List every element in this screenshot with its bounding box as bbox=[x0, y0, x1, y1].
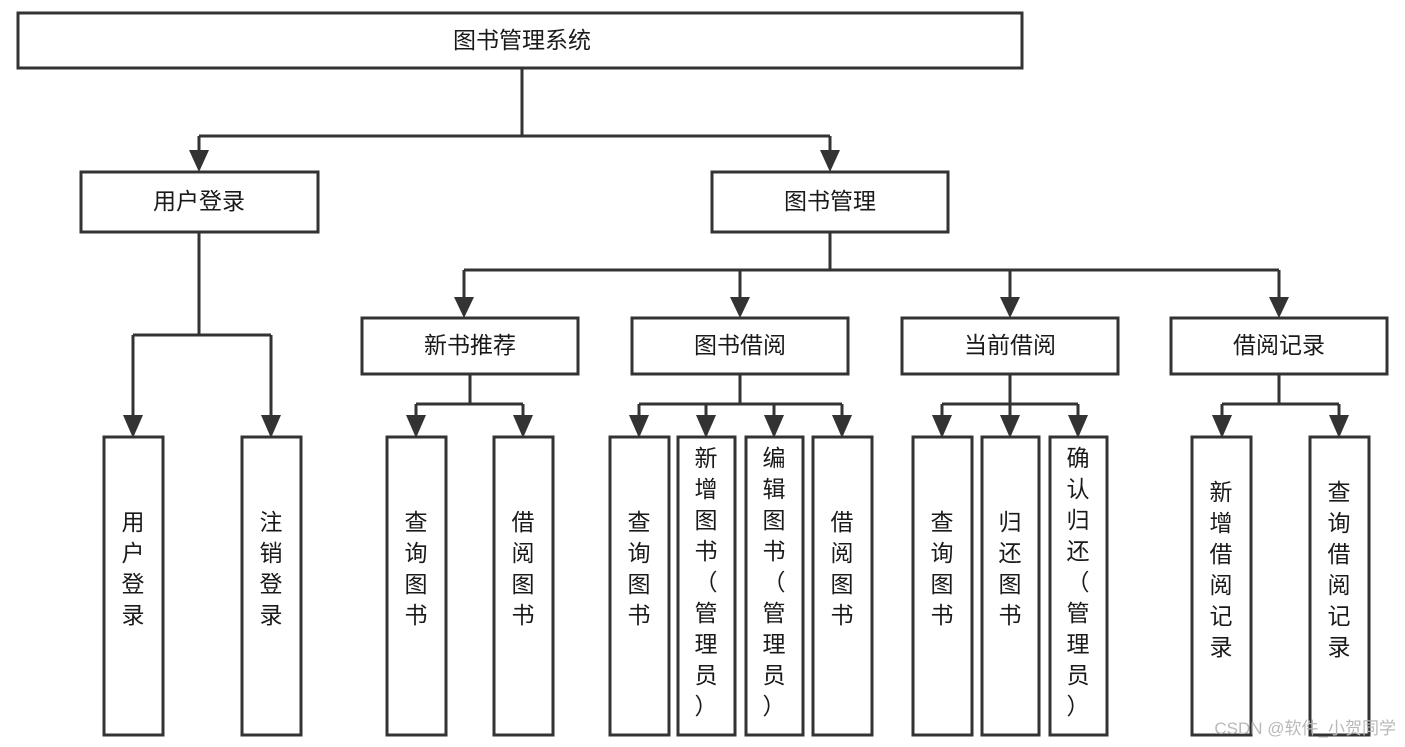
leaf-node[interactable]: 新增图书（管理员） bbox=[676, 435, 737, 737]
leaf-box-user-login-1[interactable] bbox=[102, 435, 165, 737]
arrow-head-book-borrow-leaf-3 bbox=[764, 415, 784, 438]
node-book-borrow[interactable]: 图书借阅 bbox=[630, 316, 850, 376]
leaf-node[interactable]: 借阅图书 bbox=[811, 435, 874, 737]
leaf-node[interactable]: 用户登录 bbox=[102, 435, 165, 737]
leaf-node[interactable]: 注销登录 bbox=[240, 435, 303, 737]
book-management-box[interactable] bbox=[710, 170, 950, 234]
leaf-node[interactable]: 编辑图书（管理员） bbox=[744, 435, 805, 737]
leaf-box-book-borrow-3[interactable] bbox=[744, 435, 805, 737]
arrow-head-current-borrow-leaf-1 bbox=[932, 415, 952, 438]
leaf-box-book-borrow-2[interactable] bbox=[676, 435, 737, 737]
leaf-label-current-borrow-1: 查询图书 bbox=[931, 509, 954, 628]
arrow-head-book-borrow-leaf-4 bbox=[832, 415, 852, 438]
root-box[interactable] bbox=[16, 11, 1024, 70]
leaf-box-current-borrow-2[interactable] bbox=[980, 435, 1041, 737]
new-book-recommend-box[interactable] bbox=[360, 316, 580, 376]
leaf-label-book-borrow-1: 查询图书 bbox=[628, 509, 651, 628]
leaf-box-borrow-record-2[interactable] bbox=[1308, 435, 1371, 737]
arrow-head-borrow-record bbox=[1269, 297, 1289, 318]
leaf-box-book-borrow-1[interactable] bbox=[608, 435, 671, 737]
node-new-book-recommend[interactable]: 新书推荐 bbox=[360, 316, 580, 376]
user-login-label: 用户登录 bbox=[153, 188, 245, 214]
book-management-label: 图书管理 bbox=[784, 188, 876, 214]
leaf-label-borrow-record-2: 查询借阅记录 bbox=[1328, 479, 1351, 660]
arrow-head-book-borrow-leaf-1 bbox=[629, 415, 649, 438]
leaf-box-book-borrow-4[interactable] bbox=[811, 435, 874, 737]
leaf-node[interactable]: 归还图书 bbox=[980, 435, 1041, 737]
current-borrow-box[interactable] bbox=[900, 316, 1120, 376]
leaf-label-user-login-2: 注销登录 bbox=[260, 509, 283, 628]
leaf-node[interactable]: 查询图书 bbox=[911, 435, 974, 737]
leaf-node[interactable]: 借阅图书 bbox=[492, 435, 555, 737]
arrow-head-current-borrow bbox=[1000, 297, 1020, 318]
arrow-head-user-login bbox=[189, 150, 209, 172]
leaf-label-current-borrow-2: 归还图书 bbox=[999, 509, 1022, 628]
leaf-node[interactable]: 查询借阅记录 bbox=[1308, 435, 1371, 737]
leaf-node[interactable]: 确认归还（管理员） bbox=[1048, 435, 1109, 737]
arrow-head-book-borrow-leaf-2 bbox=[696, 415, 716, 438]
leaf-node[interactable]: 查询图书 bbox=[385, 435, 448, 737]
node-current-borrow[interactable]: 当前借阅 bbox=[900, 316, 1120, 376]
arrow-head-book-borrow bbox=[730, 297, 750, 318]
leaf-label-book-borrow-3: 编辑图书（管理员） bbox=[763, 445, 786, 719]
arrow-head-new-book-leaf-2 bbox=[513, 415, 533, 438]
leaf-label-new-book-1: 查询图书 bbox=[405, 509, 428, 628]
arrow-head-leaf-user-login-2 bbox=[261, 415, 281, 438]
node-book-management[interactable]: 图书管理 bbox=[710, 170, 950, 234]
book-borrow-box[interactable] bbox=[630, 316, 850, 376]
leaf-label-new-book-2: 借阅图书 bbox=[512, 509, 535, 628]
leaf-box-current-borrow-3[interactable] bbox=[1048, 435, 1109, 737]
arrow-head-borrow-record-leaf-2 bbox=[1329, 415, 1349, 438]
leaf-node[interactable]: 新增借阅记录 bbox=[1190, 435, 1253, 737]
borrow-record-box[interactable] bbox=[1169, 316, 1389, 376]
leaf-label-book-borrow-2: 新增图书（管理员） bbox=[695, 445, 718, 719]
arrow-head-book-mgmt bbox=[820, 150, 840, 172]
arrow-head-new-book-leaf-1 bbox=[406, 415, 426, 438]
book-borrow-label: 图书借阅 bbox=[694, 332, 786, 358]
node-borrow-record[interactable]: 借阅记录 bbox=[1169, 316, 1389, 376]
node-user-login[interactable]: 用户登录 bbox=[79, 170, 320, 234]
leaf-label-user-login-1: 用户登录 bbox=[122, 509, 145, 628]
connector-layer bbox=[123, 68, 1349, 438]
arrow-head-leaf-user-login-1 bbox=[123, 415, 143, 438]
leaf-box-new-book-1[interactable] bbox=[385, 435, 448, 737]
leaf-label-current-borrow-3: 确认归还（管理员） bbox=[1067, 445, 1090, 719]
new-book-recommend-label: 新书推荐 bbox=[424, 332, 516, 358]
leaf-node[interactable]: 查询图书 bbox=[608, 435, 671, 737]
node-root[interactable]: 图书管理系统 bbox=[16, 11, 1024, 70]
root-label: 图书管理系统 bbox=[453, 27, 591, 53]
leaf-label-borrow-record-1: 新增借阅记录 bbox=[1210, 479, 1233, 660]
leaf-box-new-book-2[interactable] bbox=[492, 435, 555, 737]
leaf-box-current-borrow-1[interactable] bbox=[911, 435, 974, 737]
leaf-box-user-login-2[interactable] bbox=[240, 435, 303, 737]
arrow-head-current-borrow-leaf-2 bbox=[1000, 415, 1020, 438]
current-borrow-label: 当前借阅 bbox=[964, 332, 1056, 358]
borrow-record-label: 借阅记录 bbox=[1233, 332, 1325, 358]
arrow-head-new-book bbox=[454, 297, 474, 318]
watermark-text: CSDN @软件_小贺同学 bbox=[1214, 719, 1396, 738]
leaf-box-borrow-record-1[interactable] bbox=[1190, 435, 1253, 737]
arrow-head-current-borrow-leaf-3 bbox=[1068, 415, 1088, 438]
arrow-head-borrow-record-leaf-1 bbox=[1212, 415, 1232, 438]
user-login-box[interactable] bbox=[79, 170, 320, 234]
leaf-label-book-borrow-4: 借阅图书 bbox=[831, 509, 854, 628]
